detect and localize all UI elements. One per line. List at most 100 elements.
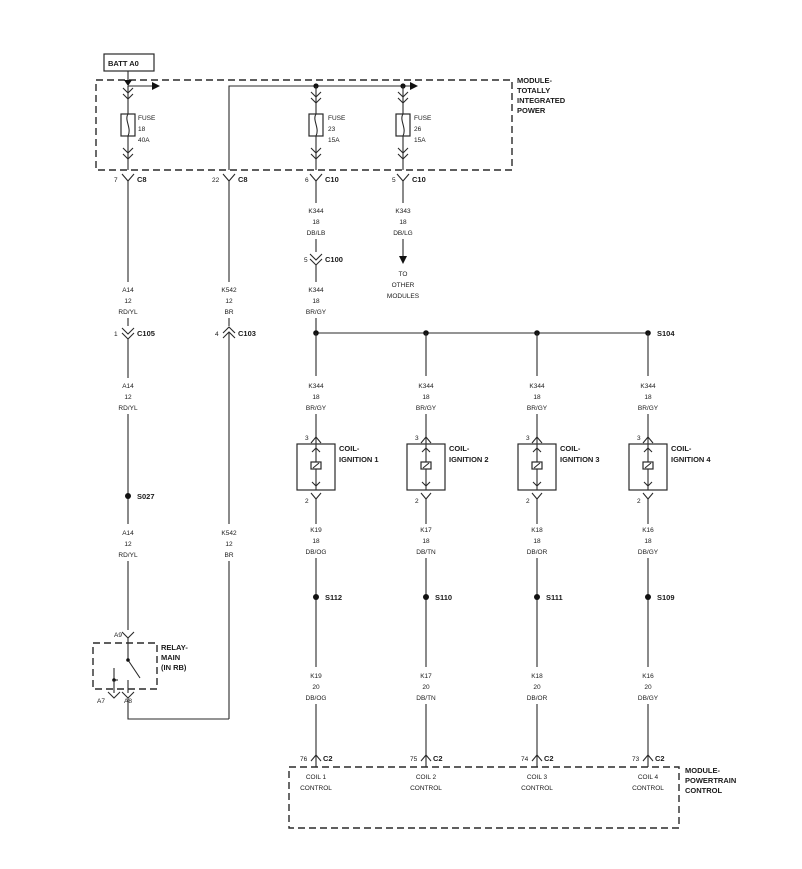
svg-text:18: 18: [312, 298, 320, 305]
splice-label: S109: [657, 593, 675, 602]
svg-text:7: 7: [114, 177, 118, 184]
connector-c10-pin5: 5 C10: [392, 173, 426, 184]
wire-label-k542-upper: K542 12 BR: [221, 287, 237, 316]
connector-c8-pin7: 7 C8: [114, 173, 147, 184]
svg-text:12: 12: [124, 541, 132, 548]
splice-dot: [645, 594, 651, 600]
wire-label-gauge: 20: [644, 684, 652, 691]
splice-s027-dot: [125, 493, 131, 499]
wire-label-k542-lower: K542 12 BR: [221, 530, 237, 559]
svg-text:C103: C103: [238, 329, 256, 338]
svg-text:FUSE: FUSE: [414, 115, 432, 122]
svg-text:TO: TO: [399, 271, 408, 278]
svg-text:C8: C8: [137, 175, 147, 184]
coil-label-line2: IGNITION 2: [449, 455, 489, 464]
splice-label: S111: [546, 593, 563, 602]
wire-label-color: BR/GY: [638, 405, 659, 412]
svg-text:A14: A14: [122, 287, 134, 294]
coil-label-line1: COIL-: [671, 444, 692, 453]
wire-label-k344-dblb: K344 18 DB/LB: [307, 208, 326, 237]
fuse-26: FUSE 26 15A: [395, 86, 432, 170]
svg-text:MODULE-: MODULE-: [685, 766, 720, 775]
pcm-connector-c2: C2: [433, 754, 443, 763]
svg-text:K542: K542: [221, 287, 237, 294]
wire-label-circuit: K17: [420, 673, 432, 680]
wire-label-color: BR/GY: [416, 405, 437, 412]
svg-text:22: 22: [212, 177, 220, 184]
wire-label-gauge: 18: [422, 394, 430, 401]
wire-label-circuit: K18: [531, 527, 543, 534]
svg-text:5: 5: [304, 257, 308, 264]
wire-label-gauge: 18: [312, 394, 320, 401]
wire-label-circuit: K344: [640, 383, 656, 390]
wire-label-k344-brgy: K344 18 BR/GY: [306, 287, 327, 316]
svg-text:RD/YL: RD/YL: [118, 405, 138, 412]
coil-label-line1: COIL-: [449, 444, 470, 453]
coil-label-line1: COIL-: [560, 444, 581, 453]
pcm-pin: 73: [632, 756, 640, 763]
relay-main-label: RELAY- MAIN (IN RB): [161, 643, 188, 672]
wire-label-circuit: K16: [642, 673, 654, 680]
wire-label-a14-lower: A14 12 RD/YL: [118, 530, 138, 559]
svg-text:15A: 15A: [414, 137, 426, 144]
svg-text:12: 12: [225, 298, 233, 305]
svg-text:18: 18: [312, 219, 320, 226]
batt-label: BATT A0: [108, 59, 139, 68]
wire-label-color: DB/TN: [416, 549, 436, 556]
svg-text:CONTROL: CONTROL: [685, 786, 722, 795]
svg-text:POWERTRAIN: POWERTRAIN: [685, 776, 736, 785]
coil-pin-3: 3: [637, 435, 641, 442]
pcm-coil-control-line1: COIL 2: [416, 774, 437, 781]
wire-label-circuit: K19: [310, 673, 322, 680]
wire-label-circuit: K18: [531, 673, 543, 680]
tipm-module-box: [95, 79, 513, 171]
wire-label-gauge: 18: [533, 538, 541, 545]
wire-label-color: BR/GY: [306, 405, 327, 412]
svg-text:C10: C10: [412, 175, 426, 184]
svg-text:MODULES: MODULES: [387, 293, 420, 300]
wire-label-gauge: 20: [533, 684, 541, 691]
connector-c10-pin6: 6 C10: [305, 173, 339, 184]
relay-pin-a7: A7: [97, 698, 105, 705]
pcm-coil-control-line2: CONTROL: [410, 785, 442, 792]
coil-pin-3: 3: [415, 435, 419, 442]
splice-s027-label: S027: [137, 492, 155, 501]
fuse-18: FUSE 18 40A: [120, 80, 156, 170]
svg-text:18: 18: [399, 219, 407, 226]
coil-pin-3: 3: [305, 435, 309, 442]
svg-text:23: 23: [328, 126, 336, 133]
splice-dot: [534, 594, 540, 600]
svg-text:INTEGRATED: INTEGRATED: [517, 96, 566, 105]
svg-text:A14: A14: [122, 383, 134, 390]
svg-text:18: 18: [138, 126, 146, 133]
pcm-connector-c2: C2: [544, 754, 554, 763]
wire-label-gauge: 18: [644, 538, 652, 545]
coil-pin-2: 2: [526, 498, 530, 505]
svg-text:C8: C8: [238, 175, 248, 184]
connector-c8-pin22: 22 C8: [212, 173, 248, 184]
pcm-connector-c2: C2: [655, 754, 665, 763]
connector-c100: 5 C100: [304, 253, 343, 266]
splice-label: S110: [435, 593, 452, 602]
svg-text:MAIN: MAIN: [161, 653, 180, 662]
svg-text:6: 6: [305, 177, 309, 184]
svg-text:C10: C10: [325, 175, 339, 184]
svg-text:26: 26: [414, 126, 422, 133]
coil-label-line2: IGNITION 1: [339, 455, 379, 464]
svg-text:BR/GY: BR/GY: [306, 309, 327, 316]
svg-text:12: 12: [124, 394, 132, 401]
svg-text:FUSE: FUSE: [138, 115, 156, 122]
wire-label-color: DB/GY: [638, 695, 659, 702]
wire-label-color: DB/OR: [527, 695, 548, 702]
splice-label: S112: [325, 593, 342, 602]
wire-label-circuit: K17: [420, 527, 432, 534]
svg-text:1: 1: [114, 331, 118, 338]
wire-label-gauge: 18: [644, 394, 652, 401]
splice-s104-label: S104: [657, 329, 675, 338]
pcm-coil-control-line1: COIL 4: [638, 774, 659, 781]
